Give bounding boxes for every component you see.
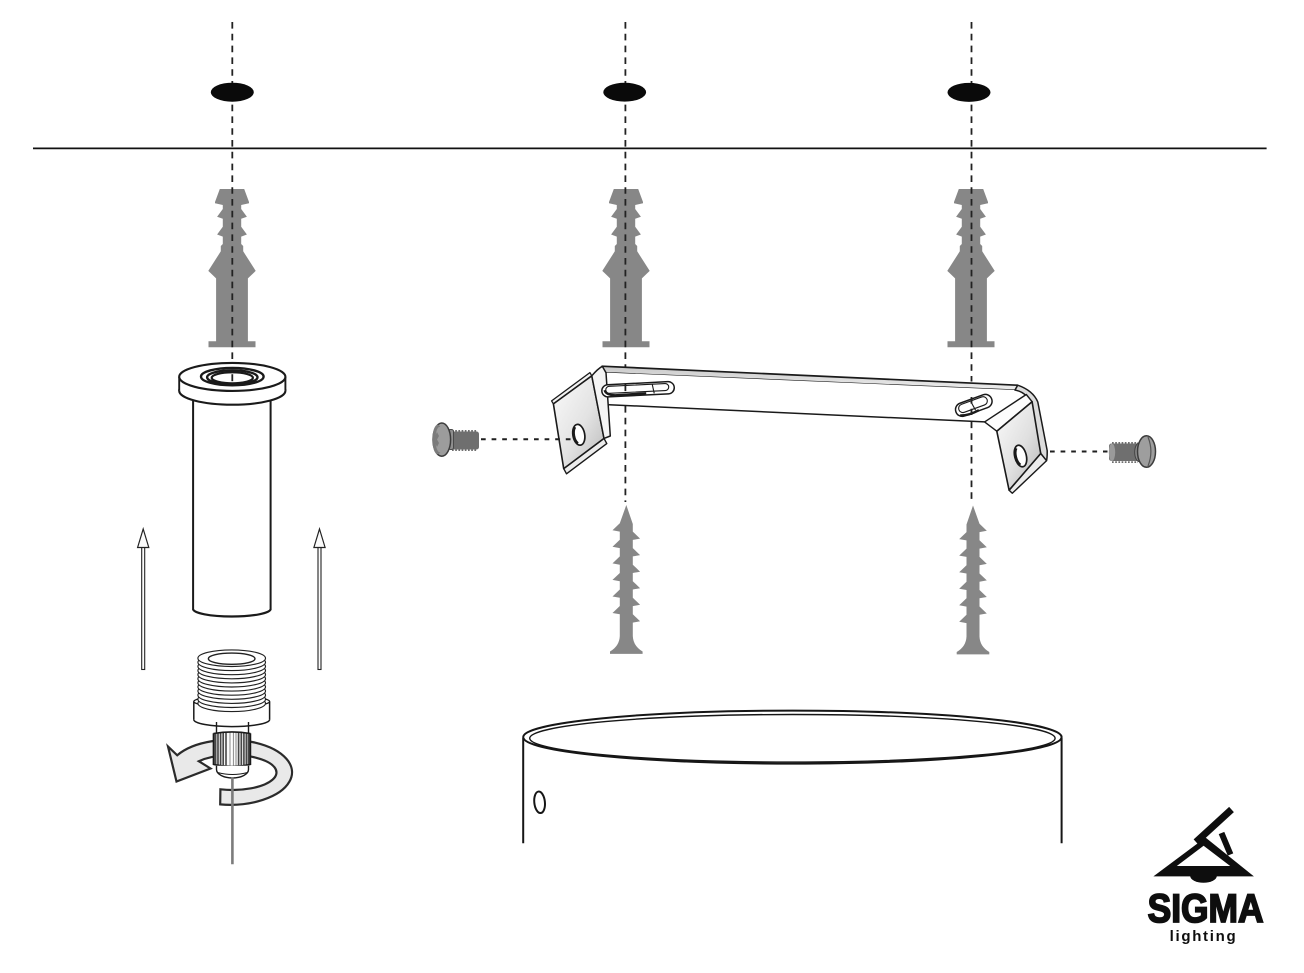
svg-text:SIGMA: SIGMA xyxy=(1148,887,1264,931)
svg-text:lighting: lighting xyxy=(1170,928,1238,945)
